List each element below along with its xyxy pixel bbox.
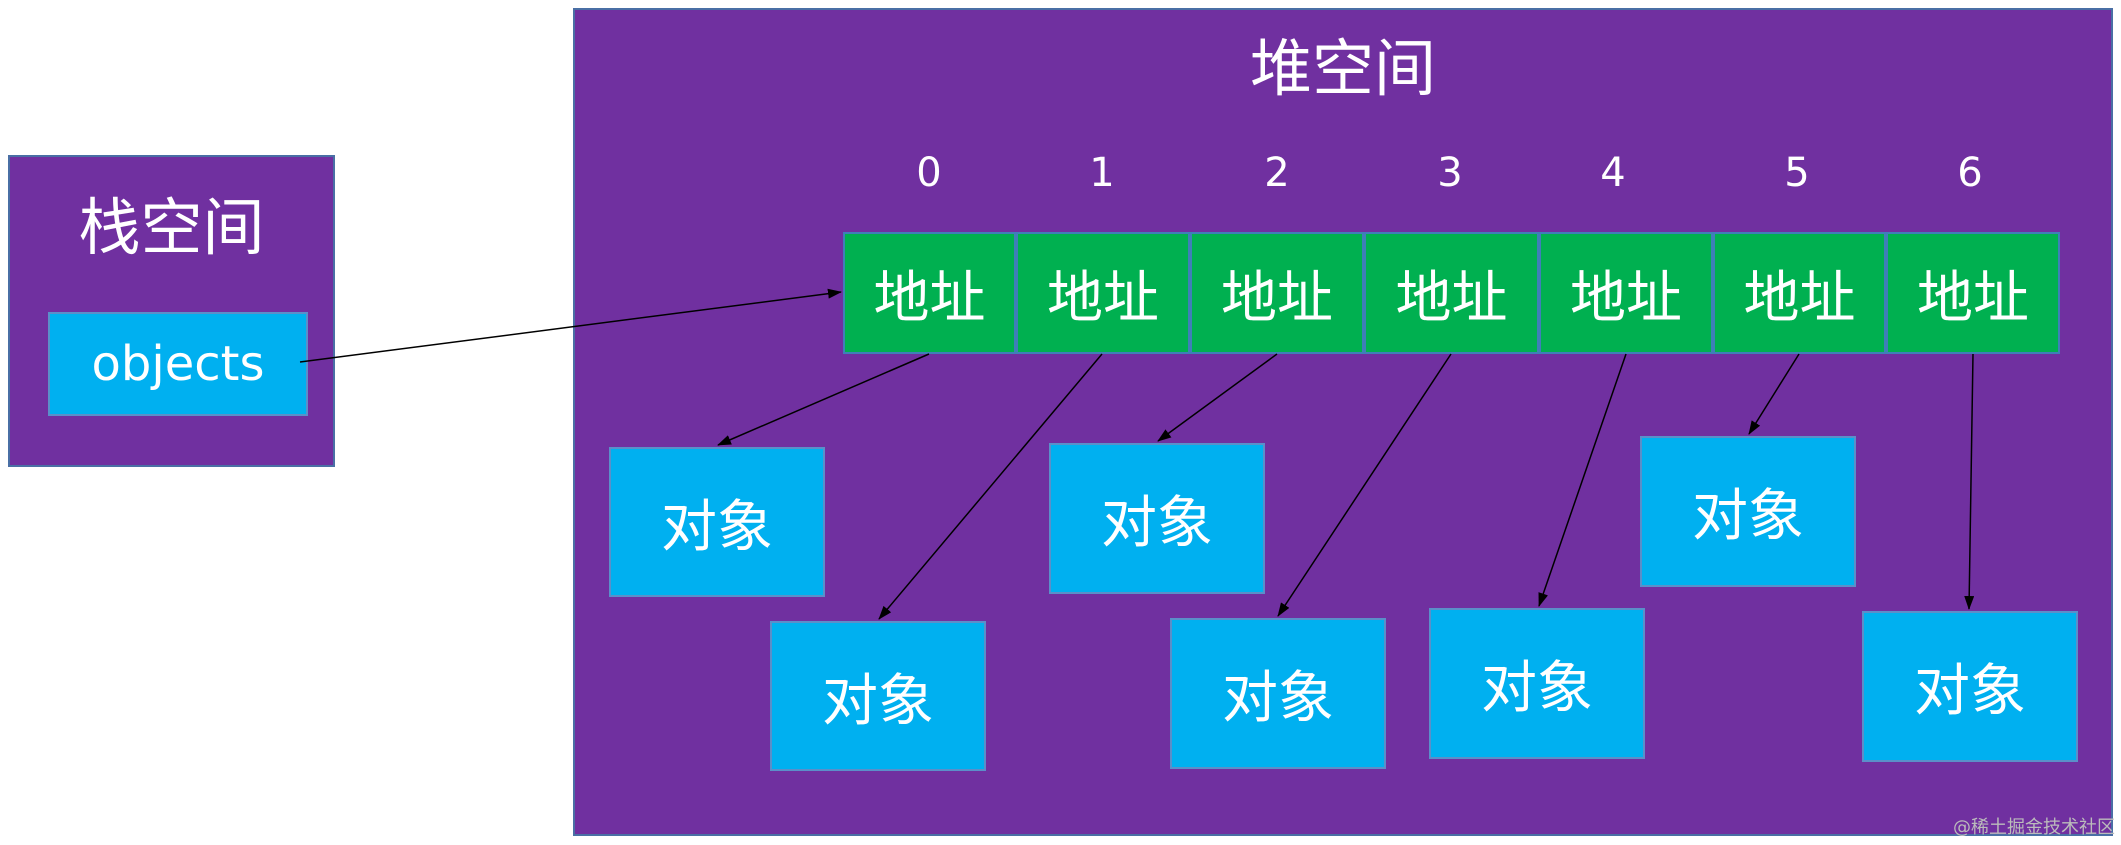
heap-object-label: 对象 [1101,491,1213,556]
address-cell-2: 地址 [1190,232,1364,354]
heap-object-label: 对象 [1481,656,1593,721]
stack-variable-label: objects [91,336,265,392]
heap-object-2: 对象 [1049,443,1265,594]
address-cell-label: 地址 [1917,265,2029,331]
stack-space-title: 栈空间 [78,191,265,264]
heap-object-label: 对象 [1692,484,1804,549]
heap-object-5: 对象 [1640,436,1856,587]
address-cell-label: 地址 [1395,265,1508,331]
address-cell-3: 地址 [1364,232,1539,354]
address-cell-label: 地址 [1570,265,1682,331]
address-cell-6: 地址 [1886,232,2060,354]
heap-object-label: 对象 [661,494,773,560]
heap-object-label: 对象 [1222,666,1334,731]
array-index-3: 3 [1437,150,1463,196]
heap-object-0: 对象 [609,447,825,597]
address-cell-label: 地址 [873,265,986,331]
address-cell-label: 地址 [1743,265,1856,331]
array-index-0: 0 [916,150,942,196]
address-cell-label: 地址 [1221,265,1333,331]
array-index-6: 6 [1957,150,1983,196]
address-cell-5: 地址 [1713,232,1886,354]
heap-object-3: 对象 [1170,618,1386,769]
array-index-5: 5 [1784,150,1810,196]
address-cell-4: 地址 [1539,232,1713,354]
address-cell-1: 地址 [1016,232,1190,354]
watermark: @稀土掘金技术社区 [1953,817,2115,838]
address-cell-label: 地址 [1047,265,1159,331]
address-cell-0: 地址 [843,232,1016,354]
heap-object-label: 对象 [822,668,934,734]
stack-variable-objects: objects [48,312,308,416]
array-index-1: 1 [1089,150,1115,196]
heap-object-label: 对象 [1914,659,2026,724]
heap-object-6: 对象 [1862,611,2078,762]
array-index-4: 4 [1600,150,1626,196]
heap-object-1: 对象 [770,621,986,771]
heap-space-title: 堆空间 [1249,32,1436,105]
stack-space: 栈空间 objects [8,155,335,467]
array-index-2: 2 [1264,150,1290,196]
heap-object-4: 对象 [1429,608,1645,759]
